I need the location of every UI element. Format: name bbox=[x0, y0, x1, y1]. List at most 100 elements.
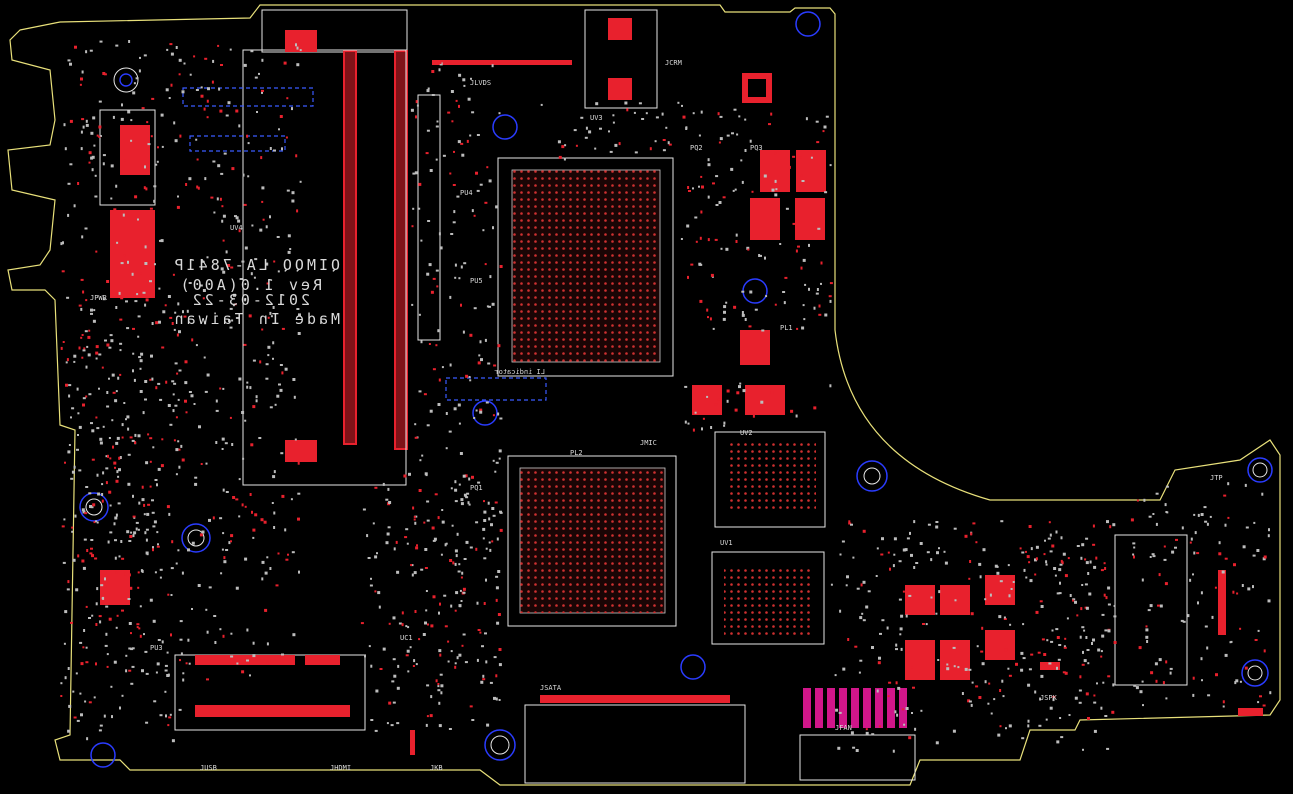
passive-pad bbox=[706, 308, 709, 312]
passive-pad bbox=[89, 552, 93, 555]
passive-pad bbox=[136, 626, 139, 629]
passive-pad bbox=[994, 564, 998, 568]
passive-pad bbox=[239, 278, 243, 280]
passive-pad bbox=[957, 666, 960, 669]
passive-pad bbox=[171, 739, 175, 743]
passive-pad bbox=[107, 454, 109, 458]
passive-pad bbox=[137, 571, 140, 574]
passive-pad bbox=[1106, 747, 1110, 750]
passive-pad bbox=[109, 531, 113, 534]
passive-pad bbox=[1025, 550, 1027, 553]
passive-pad bbox=[101, 493, 104, 496]
passive-pad bbox=[291, 45, 294, 48]
passive-pad bbox=[473, 214, 476, 217]
passive-pad bbox=[1062, 671, 1066, 674]
passive-pad bbox=[117, 376, 120, 380]
passive-pad bbox=[235, 317, 239, 319]
passive-pad bbox=[206, 373, 210, 377]
passive-pad bbox=[88, 492, 92, 495]
passive-pad bbox=[633, 111, 636, 114]
passive-pad bbox=[267, 345, 271, 349]
passive-pad bbox=[425, 723, 428, 727]
passive-pad bbox=[1200, 591, 1203, 595]
passive-pad bbox=[67, 580, 70, 584]
passive-pad bbox=[823, 125, 827, 129]
passive-pad bbox=[144, 531, 147, 535]
memory-sodimm-highlight bbox=[803, 688, 907, 728]
passive-pad bbox=[1058, 644, 1062, 646]
passive-pad bbox=[281, 653, 284, 656]
passive-pad bbox=[904, 548, 908, 552]
passive-pad bbox=[903, 723, 906, 726]
passive-pad bbox=[1169, 667, 1173, 670]
passive-pad bbox=[425, 152, 429, 155]
passive-pad bbox=[291, 551, 295, 554]
vram-uv2 bbox=[711, 551, 825, 645]
passive-pad bbox=[483, 510, 487, 514]
passive-pad bbox=[1148, 515, 1152, 518]
passive-pad bbox=[1021, 737, 1025, 740]
passive-pad bbox=[128, 573, 131, 577]
passive-pad bbox=[475, 521, 479, 524]
passive-pad bbox=[1059, 581, 1061, 585]
passive-pad bbox=[447, 111, 451, 114]
passive-pad bbox=[121, 609, 124, 612]
passive-pad bbox=[437, 403, 441, 406]
passive-pad bbox=[92, 319, 96, 323]
passive-pad bbox=[655, 116, 659, 119]
passive-pad bbox=[82, 566, 86, 570]
passive-pad bbox=[254, 513, 258, 517]
passive-pad bbox=[374, 555, 378, 559]
passive-pad bbox=[86, 345, 89, 348]
passive-pad bbox=[1064, 671, 1068, 675]
passive-pad bbox=[67, 59, 71, 62]
passive-pad bbox=[164, 664, 168, 667]
passive-pad bbox=[488, 305, 491, 308]
passive-pad bbox=[1257, 701, 1260, 704]
passive-pad bbox=[450, 233, 454, 235]
passive-pad bbox=[133, 82, 136, 85]
passive-pad bbox=[212, 59, 215, 63]
passive-pad bbox=[218, 87, 221, 91]
passive-pad bbox=[700, 110, 703, 114]
connector-right bbox=[1114, 534, 1188, 686]
passive-pad bbox=[1097, 648, 1101, 652]
passive-pad bbox=[114, 466, 116, 469]
passive-pad bbox=[445, 412, 448, 415]
passive-pad bbox=[161, 346, 165, 349]
passive-pad bbox=[73, 204, 76, 208]
passive-pad bbox=[458, 563, 461, 566]
passive-pad bbox=[1102, 681, 1105, 684]
passive-pad bbox=[913, 520, 916, 524]
passive-pad bbox=[392, 658, 396, 661]
passive-pad bbox=[668, 143, 672, 146]
passive-pad bbox=[1085, 561, 1089, 565]
passive-pad bbox=[418, 182, 422, 186]
passive-pad bbox=[439, 602, 441, 606]
connector-pins bbox=[110, 60, 1263, 755]
passive-pad bbox=[152, 446, 155, 449]
passive-pad bbox=[736, 133, 739, 136]
passive-pad bbox=[82, 125, 85, 129]
passive-pad bbox=[143, 633, 145, 636]
passive-pad bbox=[119, 318, 123, 321]
connector-jkb bbox=[174, 654, 366, 731]
passive-pad bbox=[748, 325, 752, 328]
passive-pad bbox=[925, 623, 928, 626]
passive-pad bbox=[782, 291, 786, 293]
passive-pad bbox=[751, 190, 754, 193]
passive-pad bbox=[396, 722, 400, 725]
passive-pad bbox=[447, 660, 450, 663]
passive-pad bbox=[452, 221, 456, 224]
passive-pad bbox=[109, 504, 112, 507]
passive-pad bbox=[1022, 657, 1026, 660]
passive-pad bbox=[108, 346, 112, 349]
passive-pad bbox=[95, 520, 98, 523]
passive-pad bbox=[1035, 557, 1038, 561]
passive-pad bbox=[95, 662, 97, 666]
passive-pad bbox=[294, 438, 297, 441]
passive-pad bbox=[120, 117, 124, 121]
passive-pad bbox=[174, 139, 178, 143]
passive-pad bbox=[774, 193, 778, 197]
passive-pad bbox=[106, 665, 109, 668]
